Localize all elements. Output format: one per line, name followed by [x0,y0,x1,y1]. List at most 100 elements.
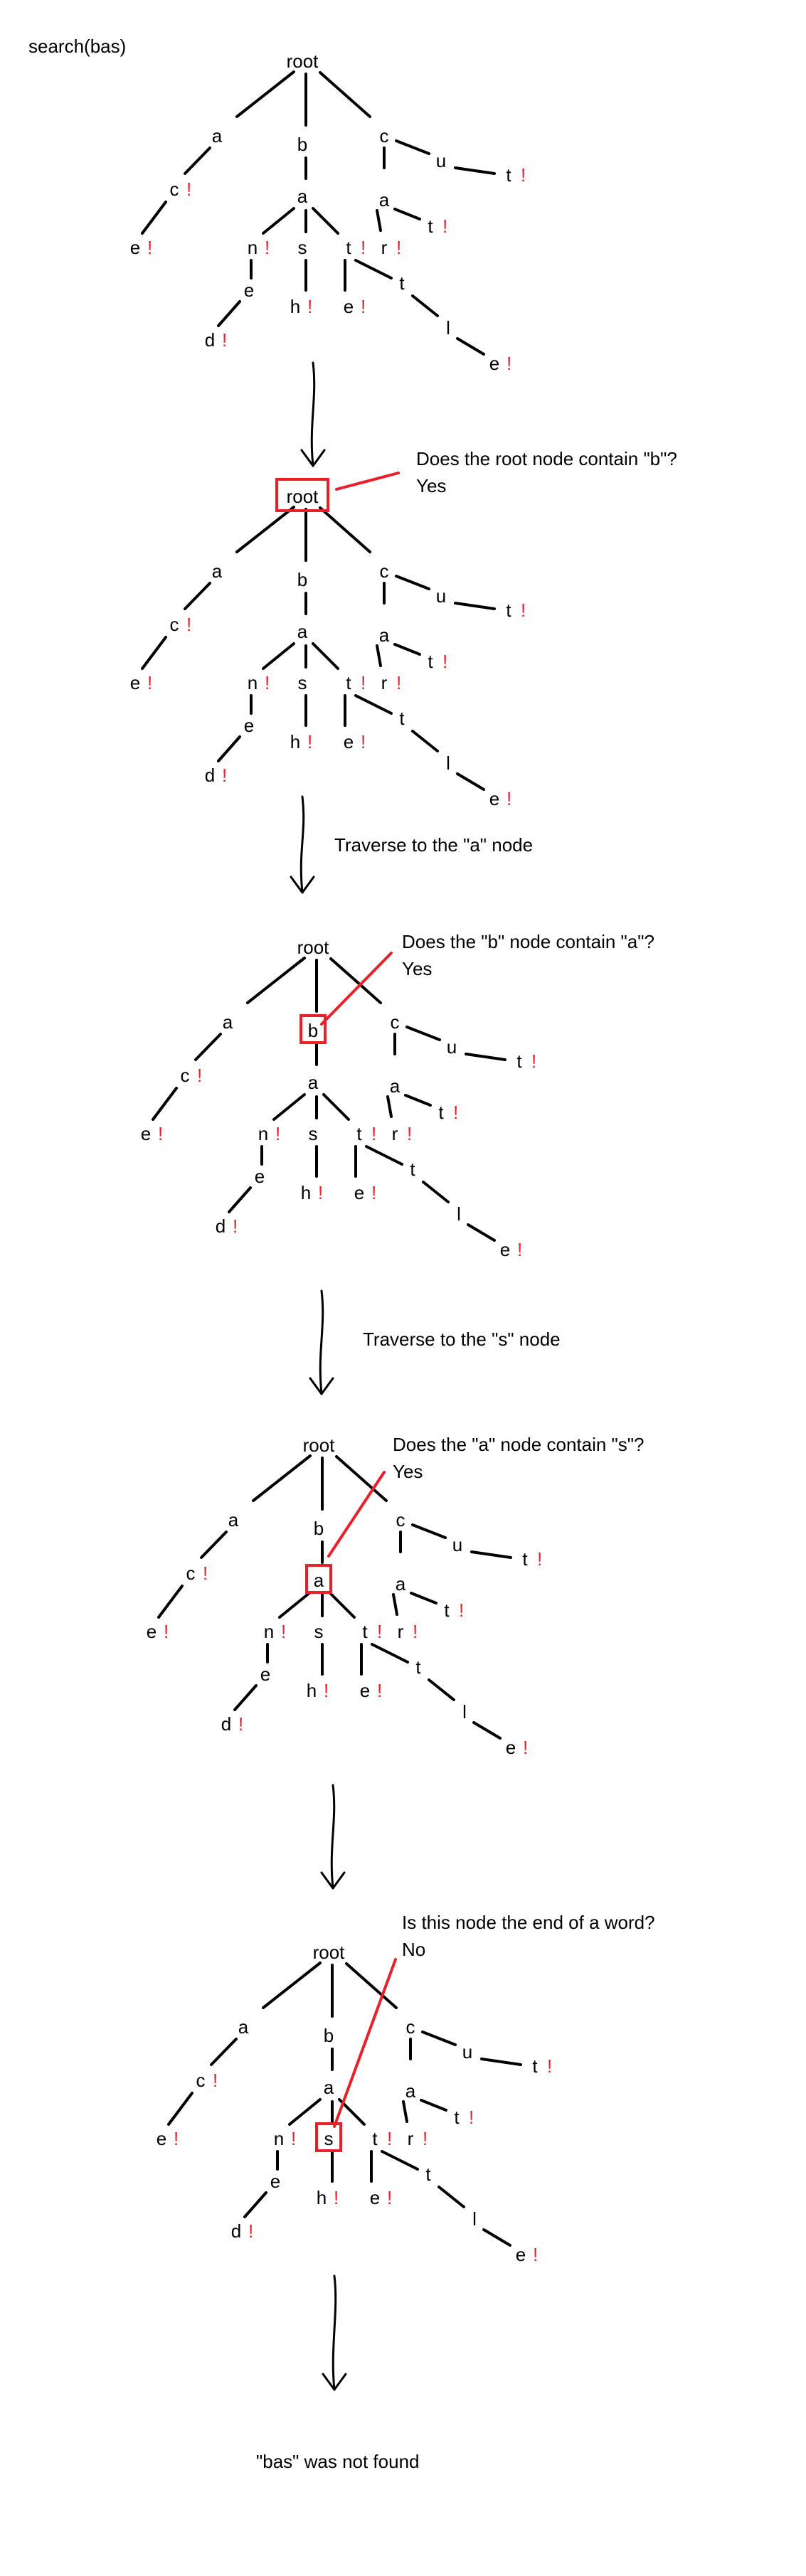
step-question: Does the "b" node contain "a"? [402,931,654,952]
trie-node-ban: n [258,1123,268,1144]
trie-edge [319,71,371,118]
trie-edge [243,2191,267,2218]
trie-node-c: c [380,125,389,147]
trie-node-ba: a [324,2077,334,2098]
end-of-word-marker: ! [307,296,312,317]
trie-node-ca: a [390,1075,401,1097]
trie-node-root: root [313,1942,346,1963]
trie-node-battl: l [457,1203,461,1225]
end-of-word-marker: ! [147,672,152,693]
trie-node-cut: t [532,2055,538,2077]
trie-node-a: a [223,1011,233,1033]
end-of-word-marker: ! [265,237,270,258]
trie-node-b: b [324,2025,334,2046]
result-text: "bas" was not found [256,2451,420,2472]
step-answer: No [402,1939,425,1960]
trie-node-cat: t [428,215,433,237]
end-of-word-marker: ! [203,1563,208,1584]
trie-node-ace: e [147,1621,157,1642]
trie-node-root: root [287,486,319,507]
callout-line [327,1471,386,1558]
trie-node-cu: u [436,585,446,607]
traverse-label: Traverse to the "a" node [334,834,533,856]
trie-edge [322,1093,350,1121]
trie-node-c: c [391,1011,400,1033]
trie-edge [217,300,241,327]
trie-node-ace: e [157,2128,166,2149]
callout-line [333,1958,397,2128]
trie-node-ace: e [130,672,140,693]
trie-node-cat: t [438,1102,444,1123]
trie-node-ba: a [308,1072,319,1093]
trie-edge [262,1962,322,2009]
trie-node-bas: s [298,672,307,693]
trie-node-baned: d [216,1215,226,1237]
trie-node-car: r [381,672,388,693]
trie-edge [141,636,167,670]
trie-edge [376,644,382,667]
end-of-word-marker: ! [318,1182,323,1203]
trie-node-cu: u [436,150,446,171]
trie-edge [235,70,295,118]
trie-edge [329,957,382,1004]
arrow-head [300,449,326,467]
trie-edge [381,2150,419,2171]
trie-node-batt: t [399,708,405,729]
trie-node-bat: t [372,2128,378,2149]
trie-edge [454,166,496,175]
end-of-word-marker: ! [291,2128,296,2149]
highlight-box [315,2122,342,2152]
trie-node-batt: t [415,1656,421,1678]
end-of-word-marker: ! [547,2055,552,2077]
trie-edge [200,1531,228,1559]
trie-edge [411,730,439,752]
trie-node-car: r [381,237,388,258]
trie-node-c: c [380,560,389,582]
arrow-head [290,875,315,894]
trie-edge [371,1643,409,1664]
trie-node-batt: t [425,2163,431,2185]
step-question: Does the root node contain "b"? [416,448,677,469]
trie-node-baned: d [205,329,215,351]
trie-node-ban: n [248,672,258,693]
trie-node-c: c [406,2016,415,2038]
trie-node-batt: t [410,1159,415,1180]
end-of-word-marker: ! [361,672,366,693]
trie-node-ban: n [264,1621,274,1642]
end-of-word-marker: ! [537,1548,542,1570]
end-of-word-marker: ! [521,164,526,186]
trie-node-cut: t [522,1548,528,1570]
trie-node-bash: h [290,296,300,317]
trie-node-bate: e [344,731,354,752]
trie-edge [421,2031,457,2046]
end-of-word-marker: ! [371,1123,376,1144]
trie-edge [395,139,430,155]
end-of-word-marker: ! [377,1621,382,1642]
trie-node-ca: a [405,2080,416,2102]
end-of-word-marker: ! [396,672,401,693]
trie-node-root: root [297,937,330,958]
end-of-word-marker: ! [507,788,511,809]
trie-node-battle: e [489,353,499,374]
end-of-word-marker: ! [186,614,191,635]
trie-node-bate: e [370,2187,380,2208]
trie-edge [393,643,421,656]
end-of-word-marker: ! [442,651,447,672]
trie-node-root: root [287,50,319,72]
trie-edge [141,201,167,235]
trie-node-bas: s [314,1621,324,1642]
trie-node-bat: t [356,1123,362,1144]
trie-node-b: b [314,1518,324,1539]
end-of-word-marker: ! [517,1239,522,1260]
trie-edge [272,1093,306,1121]
callout-line [335,472,400,491]
trie-edge [456,337,485,356]
trie-edge [354,259,393,280]
end-of-word-marker: ! [523,1737,528,1758]
